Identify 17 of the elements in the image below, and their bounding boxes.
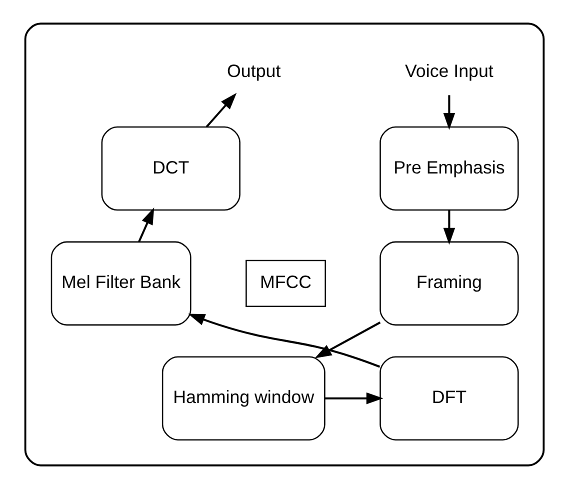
node-text: Output: [227, 60, 281, 81]
arrow: [188, 314, 380, 368]
node-box: Mel Filter Bank: [50, 241, 192, 326]
node-box: MFCC: [246, 260, 326, 308]
arrow: [324, 392, 384, 404]
arrow: [314, 322, 381, 358]
arrow: [443, 95, 456, 130]
cluster: [24, 22, 545, 466]
node-box: DFT: [380, 356, 519, 440]
node-box: Framing: [380, 241, 519, 326]
arrow: [206, 92, 237, 128]
arrow: [443, 210, 456, 245]
node-text: Voice Input: [405, 60, 494, 81]
node-box: DCT: [101, 126, 240, 211]
node-box: Pre Emphasis: [380, 126, 519, 211]
node-box: Hamming window: [162, 356, 326, 440]
arrow: [138, 208, 154, 242]
